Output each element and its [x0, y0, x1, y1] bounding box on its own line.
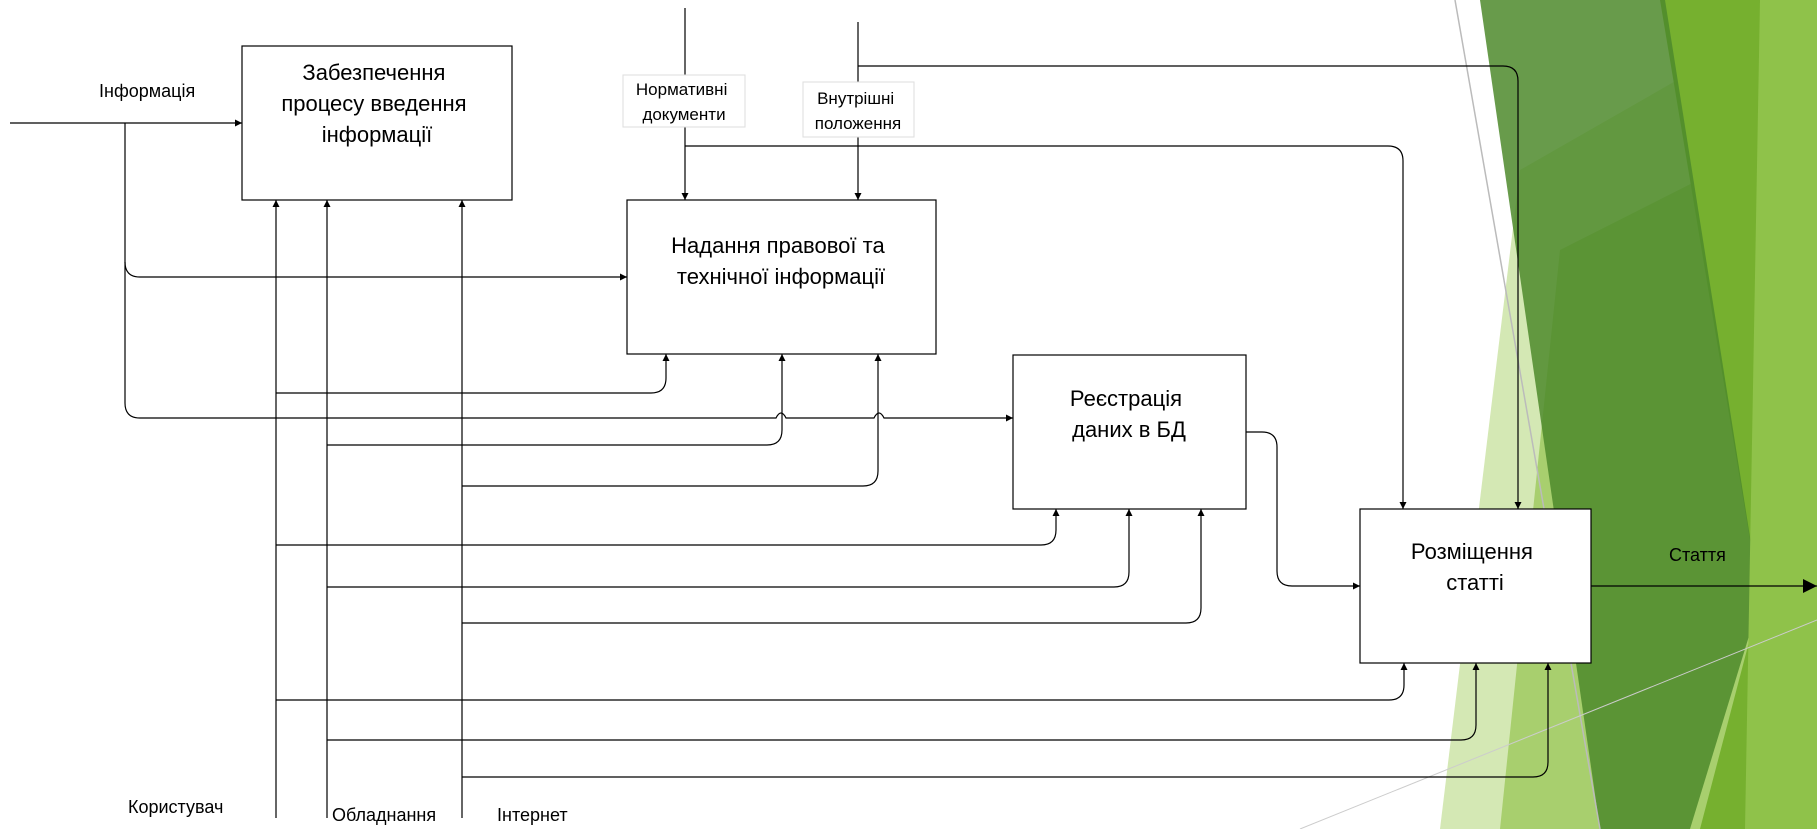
box-legal-info [626, 199, 937, 355]
decor-line-1 [1454, 0, 1601, 829]
arrow-equipment-to-box3 [327, 509, 1133, 588]
green-shape-light-right [1745, 0, 1817, 829]
box-input-process [241, 45, 513, 201]
box3-text: Реєстрація даних в БД [1070, 386, 1188, 442]
box2-text: Надання правової та технічної інформації [671, 233, 891, 289]
arrow-internet-to-box2 [462, 354, 882, 487]
label-output-article: Стаття [1669, 545, 1726, 565]
box4-text: Розміщення статті [1411, 539, 1539, 595]
arrow-box3-to-box4 [1246, 431, 1360, 590]
arrow-user-to-box2 [276, 354, 670, 394]
arrow-internal-to-box4 [858, 65, 1522, 509]
box-texts: Забезпечення процесу введення інформації… [281, 60, 1539, 595]
arrow-info-to-box3 [124, 262, 1013, 422]
label-mech-internet: Інтернет [497, 805, 568, 825]
box1-text: Забезпечення процесу введення інформації [281, 60, 472, 147]
arrow-internet-to-box3 [462, 509, 1205, 624]
decorative-green-shapes [1299, 0, 1817, 829]
connectors [10, 8, 1817, 818]
arrow-equipment-to-box2 [327, 354, 786, 446]
label-internal-bg [802, 81, 915, 138]
arrow-user-to-box4 [276, 663, 1408, 701]
label-mech-equipment: Обладнання [332, 805, 436, 825]
label-norm-bg [622, 74, 746, 128]
activity-boxes [241, 45, 1592, 664]
arrow-equipment-to-box4 [327, 663, 1480, 741]
arrow-internet-to-box4 [462, 663, 1552, 778]
arrow-norm-to-box4 [685, 145, 1407, 509]
label-input-info: Інформація [99, 81, 195, 101]
label-mech-user: Користувач [128, 797, 223, 817]
label-control-internal: Внутрішні положення [815, 89, 901, 133]
arrow-labels: Інформація Нормативні документи Внутрішн… [99, 74, 1726, 825]
decor-line-2 [1299, 619, 1817, 829]
arrow-user-to-box3 [276, 509, 1060, 546]
box-article-placement [1359, 508, 1592, 664]
label-control-norm: Нормативні документи [636, 80, 732, 124]
green-shape-dark [1480, 0, 1760, 829]
